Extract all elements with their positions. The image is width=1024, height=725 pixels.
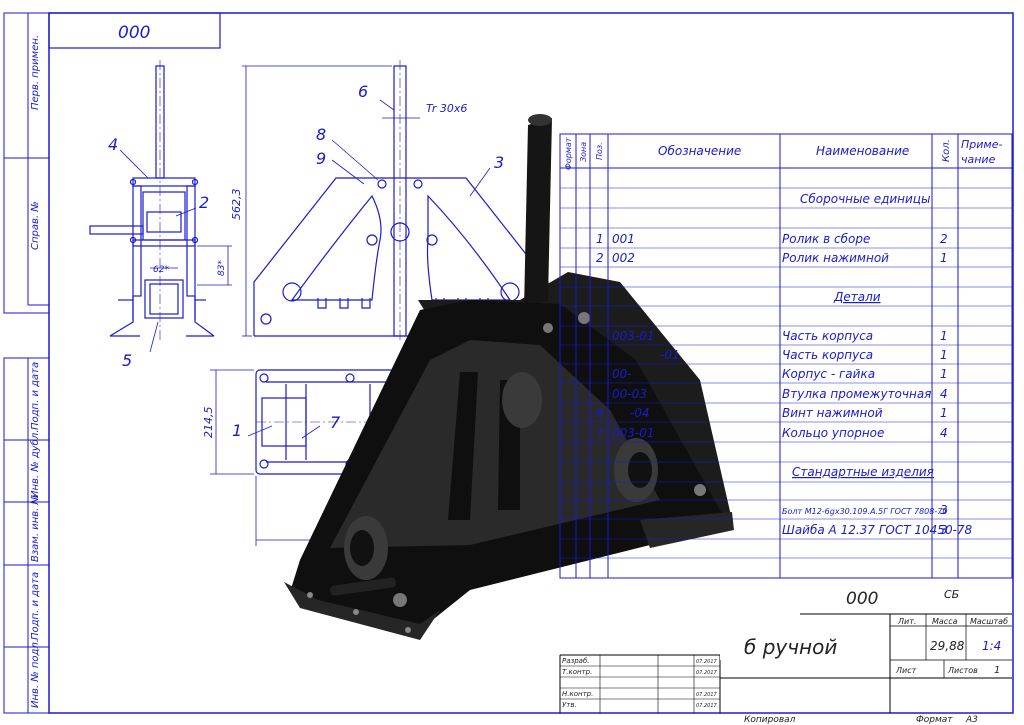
format-value: А3 bbox=[965, 715, 978, 725]
doc-code: 000 bbox=[118, 23, 150, 43]
signature-date: 07.2017 bbox=[696, 659, 717, 665]
spec-header-note-2: чание bbox=[961, 153, 996, 166]
dim-label: 562,3 bbox=[230, 189, 243, 221]
copied-label: Копировал bbox=[744, 715, 796, 725]
side-label: Подп. и дата bbox=[30, 362, 41, 430]
spec-row-name: Кольцо упорное bbox=[782, 426, 884, 440]
spec-header-format: Формат bbox=[564, 137, 573, 170]
spec-row-qty: 4 bbox=[940, 387, 948, 401]
spec-row-qty: 4 bbox=[940, 426, 948, 440]
dim-label: Tr 30x6 bbox=[426, 102, 467, 115]
spec-row-code: 003-01 bbox=[612, 329, 655, 343]
scale-value: 1:4 bbox=[982, 639, 1001, 653]
callout-8: 8 bbox=[316, 125, 326, 144]
spec-header-designation: Обозначение bbox=[658, 144, 741, 158]
callout-3: 3 bbox=[494, 153, 504, 172]
title-fragment: б ручной bbox=[744, 635, 837, 659]
front-view bbox=[253, 60, 549, 340]
spec-table bbox=[559, 133, 1013, 579]
spec-row-name: Ролик в сборе bbox=[782, 232, 870, 246]
mass-value: 29,88 bbox=[930, 639, 965, 653]
dim-label: 62* bbox=[153, 265, 169, 275]
spec-row-name: Втулка промежуточная bbox=[782, 387, 931, 401]
doc-code-box bbox=[48, 12, 221, 49]
stamp-code: 000 bbox=[846, 589, 878, 609]
signature-date: 07.2017 bbox=[696, 670, 717, 676]
spec-header-pos: Поз. bbox=[595, 142, 604, 160]
mass-label: Масса bbox=[932, 617, 958, 626]
spec-row-name: Ролик нажимной bbox=[782, 251, 889, 265]
spec-row-pos: 7 bbox=[596, 426, 604, 440]
signature-role: Разраб. bbox=[562, 657, 590, 665]
spec-row-qty: 3 bbox=[940, 523, 948, 537]
stamp-suffix: СБ bbox=[944, 588, 959, 601]
spec-row-name: Корпус - гайка bbox=[782, 367, 875, 381]
spec-row-qty: 1 bbox=[940, 348, 948, 362]
side-label: Взам. инв. № bbox=[30, 494, 41, 562]
spec-row-name: Шайба А 12.37 ГОСТ 10450-78 bbox=[782, 523, 973, 537]
sheet-label: Лист bbox=[895, 666, 917, 675]
lit-label: Лит. bbox=[897, 617, 916, 626]
sheets-label: Листов bbox=[947, 666, 978, 675]
spec-row-qty: 1 bbox=[940, 406, 948, 420]
spec-row-name: Часть корпуса bbox=[782, 348, 873, 362]
spec-row-name: Винт нажимной bbox=[782, 406, 883, 420]
title-block bbox=[559, 613, 1012, 713]
sheets-count: 1 bbox=[994, 665, 1000, 676]
spec-header-note: Приме- bbox=[961, 138, 1002, 151]
spec-header-zone: Зона bbox=[579, 142, 588, 162]
side-view bbox=[89, 60, 215, 340]
callout-9: 9 bbox=[316, 149, 326, 168]
callout-6: 6 bbox=[358, 82, 368, 101]
callout-4: 4 bbox=[108, 135, 118, 154]
signature-date: 07.2017 bbox=[696, 692, 717, 698]
side-label: Перв. примен. bbox=[30, 35, 41, 110]
spec-row-code: 002 bbox=[612, 251, 635, 265]
format-label: Формат bbox=[916, 715, 953, 725]
side-label: Подп. и дата bbox=[30, 572, 41, 640]
spec-header-name: Наименование bbox=[816, 144, 909, 158]
section-assemblies: Сборочные единицы bbox=[800, 192, 930, 206]
dim-label: 83* bbox=[217, 260, 227, 276]
3d-render bbox=[284, 114, 734, 640]
spec-row-qty: 1 bbox=[940, 329, 948, 343]
side-label: Инв. № подл. bbox=[30, 639, 41, 708]
signature-date: 07.2017 bbox=[696, 703, 717, 709]
callout-1: 1 bbox=[232, 421, 242, 440]
spec-row-name: Часть корпуса bbox=[782, 329, 873, 343]
spec-row-pos: 1 bbox=[596, 232, 604, 246]
spec-row-code: -01 bbox=[660, 348, 680, 362]
side-labels: Перв. примен. Справ. № Подп. и дата Инв.… bbox=[29, 35, 41, 708]
spec-row-pos: 6 bbox=[596, 406, 604, 420]
signature-role: Н.контр. bbox=[562, 690, 593, 698]
spec-row-code: -04 bbox=[630, 406, 650, 420]
front-view-annotations bbox=[242, 65, 491, 337]
signature-role: Утв. bbox=[562, 701, 577, 709]
side-label: Справ. № bbox=[30, 201, 41, 250]
spec-header-qty: Кол. bbox=[941, 139, 952, 162]
spec-row-qty: 2 bbox=[940, 232, 948, 246]
side-label: Инв. № дубл. bbox=[29, 430, 41, 498]
scale-label: Масштаб bbox=[970, 617, 1008, 626]
spec-row-code: 00- bbox=[612, 367, 632, 381]
spec-row-code: 003-01 bbox=[612, 426, 655, 440]
spec-row-qty: 1 bbox=[940, 251, 948, 265]
spec-row-code: 00-03 bbox=[612, 387, 647, 401]
spec-row-qty: 3 bbox=[940, 503, 948, 517]
signature-role: Т.контр. bbox=[562, 668, 592, 676]
spec-row-pos: 2 bbox=[596, 251, 604, 265]
section-parts: Детали bbox=[833, 290, 881, 304]
spec-row-code: 001 bbox=[612, 232, 635, 246]
dim-label: 214,5 bbox=[202, 407, 215, 439]
section-standard: Стандартные изделия bbox=[792, 465, 934, 479]
spec-row-qty: 1 bbox=[940, 367, 948, 381]
callout-5: 5 bbox=[122, 351, 132, 370]
callout-2: 2 bbox=[199, 193, 209, 212]
spec-row-name: Болт М12-6gх30.109.А.5Г ГОСТ 7808-70 bbox=[782, 507, 947, 516]
side-view-annotations bbox=[119, 149, 232, 353]
callout-7: 7 bbox=[330, 413, 341, 432]
